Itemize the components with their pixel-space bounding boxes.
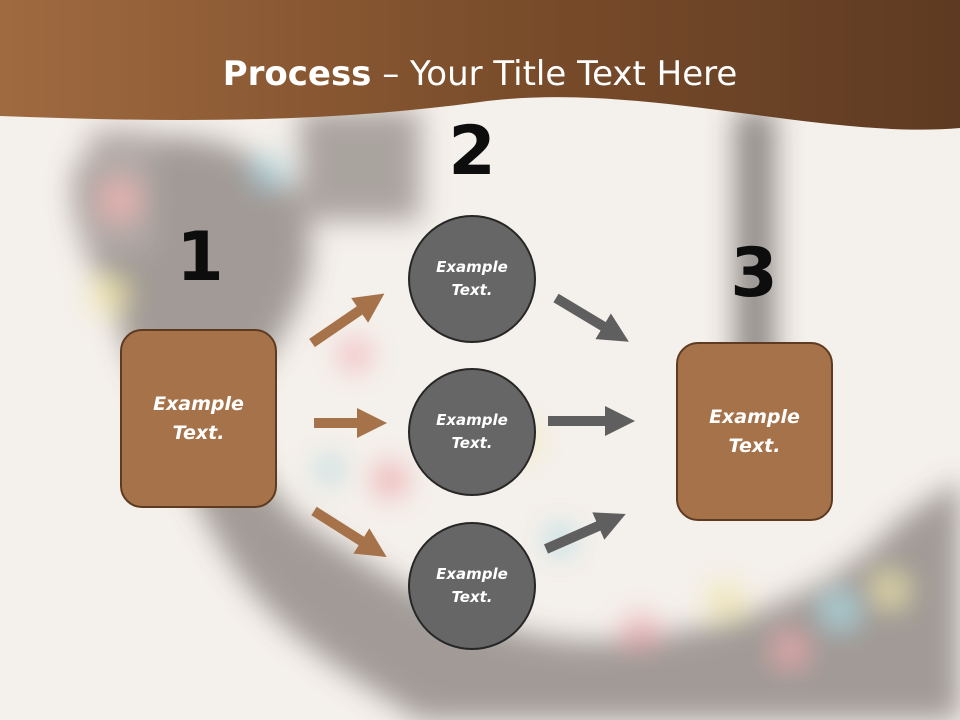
title-bold: Process <box>222 54 372 94</box>
circle-top: Example Text. <box>408 215 536 343</box>
circle-top-text: Example Text. <box>436 258 508 299</box>
title-rest: – Your Title Text Here <box>371 54 738 94</box>
step-box-1-text: Example Text. <box>153 392 244 444</box>
step-number-2: 2 <box>448 112 496 191</box>
arrow-2c-to-3 <box>543 512 626 554</box>
step-box-3: Example Text. <box>676 342 833 521</box>
circle-bottom: Example Text. <box>408 522 536 650</box>
step-box-1: Example Text. <box>120 329 277 508</box>
arrow-2a-to-3 <box>553 293 629 342</box>
step-number-1: 1 <box>176 218 224 297</box>
arrow-1-to-2a <box>309 293 385 348</box>
page-title: Process – Your Title Text Here <box>0 52 960 96</box>
header-band <box>0 0 960 130</box>
circle-middle: Example Text. <box>408 368 536 496</box>
circle-bottom-text: Example Text. <box>436 565 508 606</box>
circle-middle-text: Example Text. <box>436 411 508 452</box>
arrow-1-to-2c <box>311 506 387 558</box>
step-number-3: 3 <box>730 234 778 313</box>
step-box-3-text: Example Text. <box>709 405 800 457</box>
